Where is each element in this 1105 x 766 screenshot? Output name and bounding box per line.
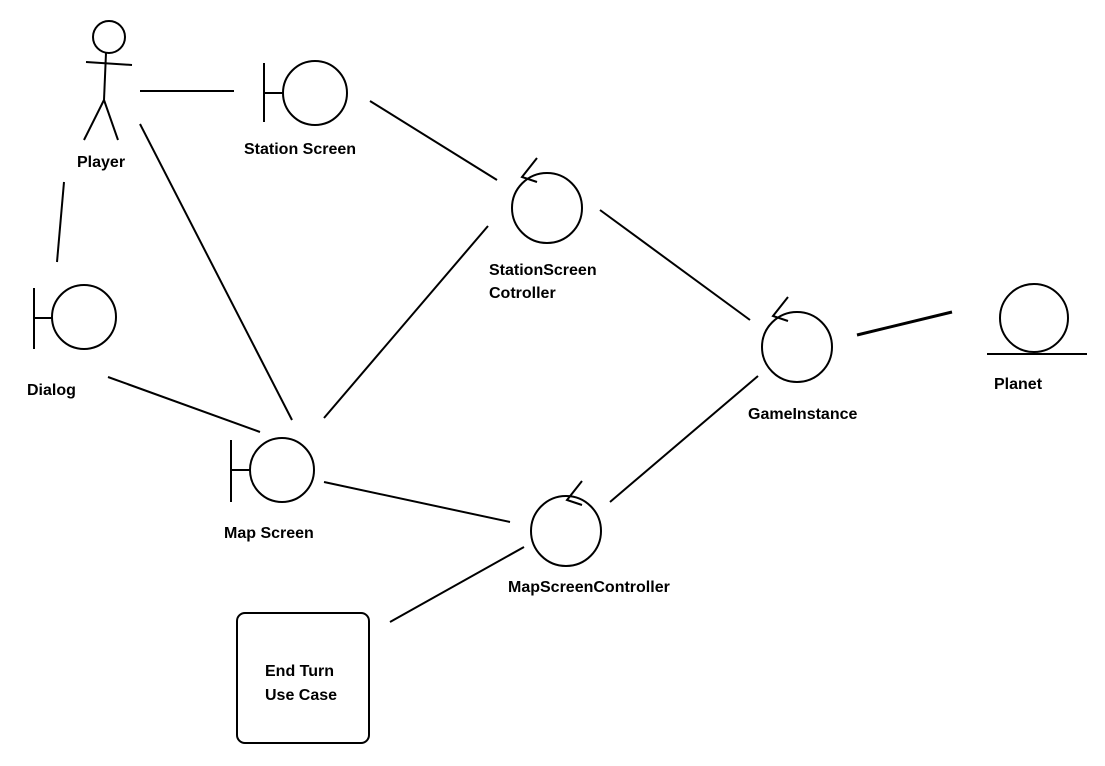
controller-label-line2: Cotroller [489, 285, 556, 302]
connection-game-instance-planet [856, 310, 953, 337]
connection-station-controller-game-instance [599, 209, 751, 321]
boundary-map-screen: Map Screen [224, 437, 315, 542]
controller-label: MapScreenController [508, 579, 670, 596]
connection-player-map-screen [139, 123, 293, 421]
connection-map-screen-station-controller [323, 225, 489, 419]
boundary-label: Station Screen [244, 141, 356, 158]
boundary-icon [33, 284, 117, 350]
connection-station-screen-controller [369, 100, 498, 181]
controller-icon [511, 157, 583, 244]
controller-station-screen: StationScreen Cotroller [489, 157, 597, 302]
controller-label: GameInstance [748, 406, 857, 423]
connection-map-controller-use-case [389, 546, 525, 623]
entity-planet: Planet [987, 283, 1087, 393]
controller-icon [761, 296, 833, 383]
boundary-icon [263, 60, 348, 126]
controller-game-instance: GameInstance [748, 296, 857, 423]
boundary-icon [230, 437, 315, 503]
entity-label: Planet [994, 376, 1043, 393]
connections [56, 90, 953, 623]
stick-figure-actor-icon [83, 20, 133, 141]
controller-label-line1: StationScreen [489, 262, 597, 279]
connection-map-controller-game-instance [609, 375, 759, 503]
connection-player-dialog [56, 181, 65, 263]
controller-map-screen: MapScreenController [508, 480, 670, 596]
boundary-label: Dialog [27, 382, 76, 399]
boundary-label: Map Screen [224, 525, 314, 542]
use-case-box-frame [236, 612, 370, 744]
connection-dialog-map-screen [107, 376, 261, 433]
use-case-label-line1: End Turn [265, 663, 334, 680]
entity-icon [987, 283, 1087, 355]
boundary-station-screen: Station Screen [244, 60, 356, 158]
use-case-label-line2: Use Case [265, 687, 337, 704]
controller-icon [530, 480, 602, 567]
boundary-dialog: Dialog [27, 284, 117, 399]
actor-player: Player [77, 20, 133, 171]
connection-map-screen-map-controller [323, 481, 511, 523]
use-case-box: End Turn Use Case [236, 612, 370, 744]
actor-label: Player [77, 154, 125, 171]
